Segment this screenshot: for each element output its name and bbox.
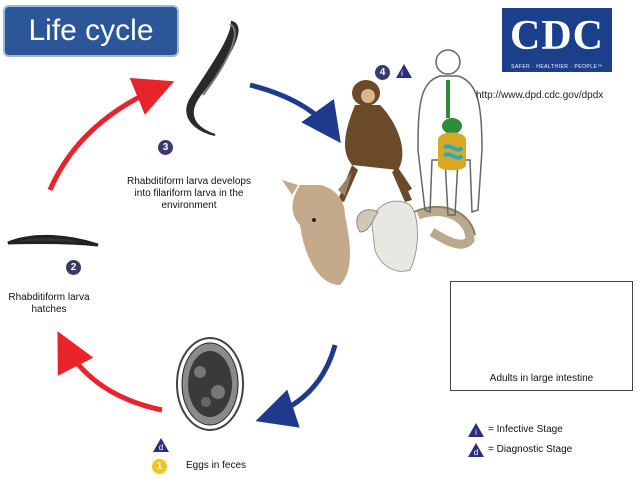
- stage-2-badge: 2: [66, 260, 81, 275]
- cdc-logo: CDC SAFER · HEALTHIER · PEOPLE™: [502, 8, 612, 72]
- stage-1-badge: 1: [152, 459, 167, 474]
- cdc-logo-letters: CDC: [510, 13, 604, 59]
- stage-2-label: Rhabditiform larva hatches: [8, 292, 90, 315]
- human-silhouette-drawing: [417, 49, 483, 216]
- monkey-drawing: [338, 80, 413, 202]
- stage-1-label: Eggs in feces: [186, 460, 247, 471]
- stage-3-label: Rhabditiform larva develops into filarif…: [127, 176, 251, 211]
- source-url: http://www.dpd.cdc.gov/dpdx: [476, 90, 604, 101]
- arrow-filariform-to-host: [249, 82, 341, 144]
- stage-5-label: Adults in large intestine: [489, 373, 594, 384]
- adults-panel: Adults in large intestine: [450, 281, 633, 391]
- diagnostic-marker-symbol: d: [159, 443, 163, 452]
- page-title: Life cycle: [3, 5, 179, 57]
- legend-diagnostic-label: = Diagnostic Stage: [488, 444, 573, 455]
- goat-drawing: [282, 172, 352, 285]
- infective-marker-symbol: i: [401, 69, 403, 78]
- legend-infective-symbol: i: [475, 428, 477, 437]
- legend-infective-marker: [468, 423, 484, 437]
- legend-infective-label: = Infective Stage: [488, 424, 563, 435]
- legend-diagnostic-marker: [468, 443, 484, 457]
- filariform-larva-drawing: [186, 20, 239, 136]
- cdc-logo-tagline: SAFER · HEALTHIER · PEOPLE™: [511, 64, 603, 70]
- stage-3-badge: 3: [158, 140, 173, 155]
- infective-stage-marker: [396, 64, 412, 78]
- arrow-larva-to-filariform: [47, 77, 175, 191]
- ram-drawing: [356, 200, 476, 272]
- diagnostic-stage-marker: [153, 438, 169, 452]
- arrow-host-to-eggs: [255, 344, 338, 428]
- stage-4-badge: 4: [375, 65, 390, 80]
- legend-diagnostic-symbol: d: [474, 448, 478, 457]
- arrow-eggs-to-larva: [57, 331, 163, 413]
- rhabditiform-larva-drawing: [7, 234, 99, 247]
- egg-drawing: [176, 337, 244, 431]
